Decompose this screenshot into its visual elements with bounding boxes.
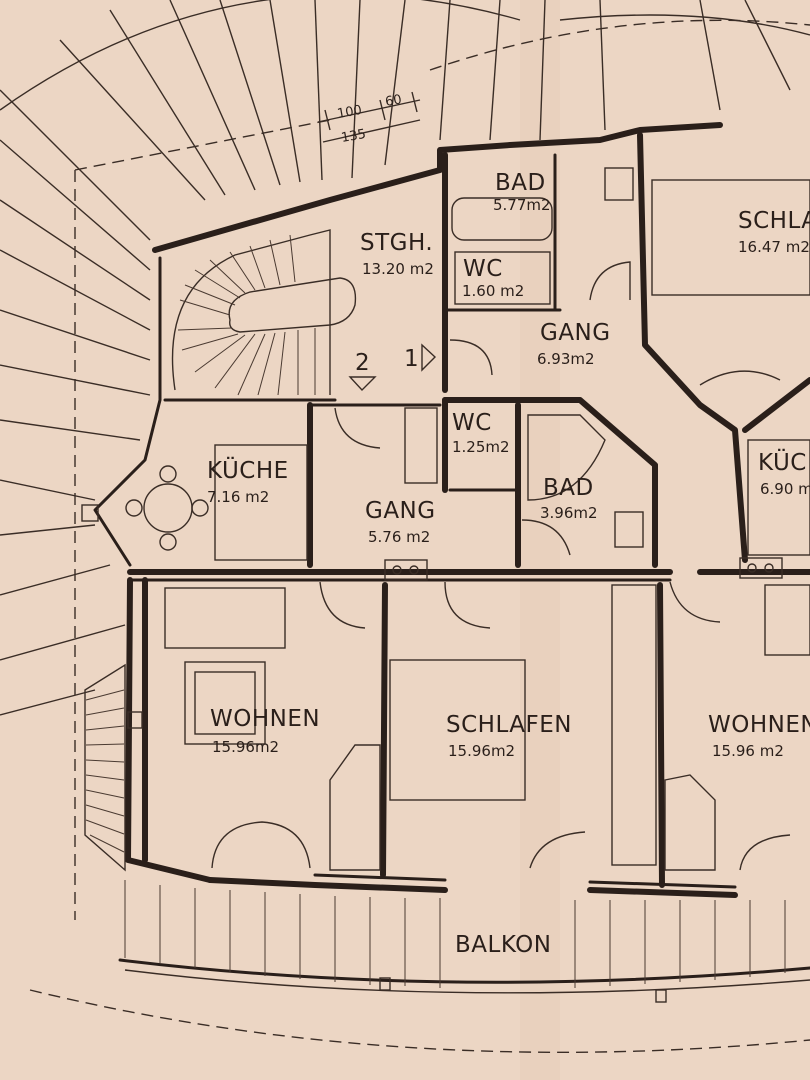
room-area-gang-left: 5.76 m2 <box>368 528 430 546</box>
room-name-wohnen-right: WOHNEN <box>708 712 810 738</box>
room-area-bad-top: 5.77m2 <box>493 196 551 214</box>
room-area-stgh: 13.20 m2 <box>362 260 434 278</box>
structural-walls <box>93 122 810 898</box>
balcony-railing <box>118 880 810 1003</box>
room-name-wohnen-left: WOHNEN <box>210 706 320 732</box>
radial-construction-lines <box>0 0 810 716</box>
room-name-wc-mid: WC <box>452 410 492 436</box>
circulation-markers: 2 1 <box>348 343 437 392</box>
room-area-kueche-left: 7.16 m2 <box>207 488 269 506</box>
room-name-schlafen-right: SCHLA <box>738 208 810 234</box>
room-name-balkon: BALKON <box>455 932 551 958</box>
room-name-gang-right: GANG <box>540 320 611 346</box>
room-labels: BAD 5.77m2 SCHLA 16.47 m2 STGH. 13.20 m2… <box>207 170 810 958</box>
columns <box>81 504 783 729</box>
paper-fold <box>520 0 560 1080</box>
dimension-135: 135 <box>340 127 367 146</box>
room-name-bad-top: BAD <box>495 170 546 196</box>
room-name-wc-top: WC <box>463 256 503 282</box>
room-name-kueche-right: KÜC <box>758 448 807 476</box>
room-area-wc-mid: 1.25m2 <box>452 438 510 456</box>
room-name-stgh: STGH. <box>360 230 433 256</box>
room-name-kueche-left: KÜCHE <box>207 456 289 484</box>
dimension-60: 60 <box>384 92 403 110</box>
room-name-bad-mid: BAD <box>543 475 594 501</box>
stair-down-arrow-icon <box>348 376 377 392</box>
room-name-gang-left: GANG <box>365 498 436 524</box>
dimension-annotation: 100 60 135 <box>317 91 421 146</box>
dimension-100: 100 <box>336 103 363 122</box>
stair-marker-2: 2 <box>355 350 370 376</box>
room-area-bad-mid: 3.96m2 <box>540 504 598 522</box>
entry-marker-1: 1 <box>404 346 419 372</box>
room-area-schlafen-center: 15.96m2 <box>448 742 515 760</box>
room-name-schlafen-center: SCHLAFEN <box>446 712 572 738</box>
room-area-schlafen-right: 16.47 m2 <box>738 238 810 256</box>
room-area-wc-top: 1.60 m2 <box>462 282 524 300</box>
entry-arrow-icon <box>421 343 437 372</box>
exterior-stair <box>84 663 126 872</box>
room-area-gang-right: 6.93m2 <box>537 350 595 368</box>
room-area-wohnen-left: 15.96m2 <box>212 738 279 756</box>
room-area-wohnen-right: 15.96 m2 <box>712 742 784 760</box>
room-area-kueche-right: 6.90 m <box>760 480 810 498</box>
property-boundary <box>29 19 810 1054</box>
interior-fixtures <box>125 167 810 871</box>
